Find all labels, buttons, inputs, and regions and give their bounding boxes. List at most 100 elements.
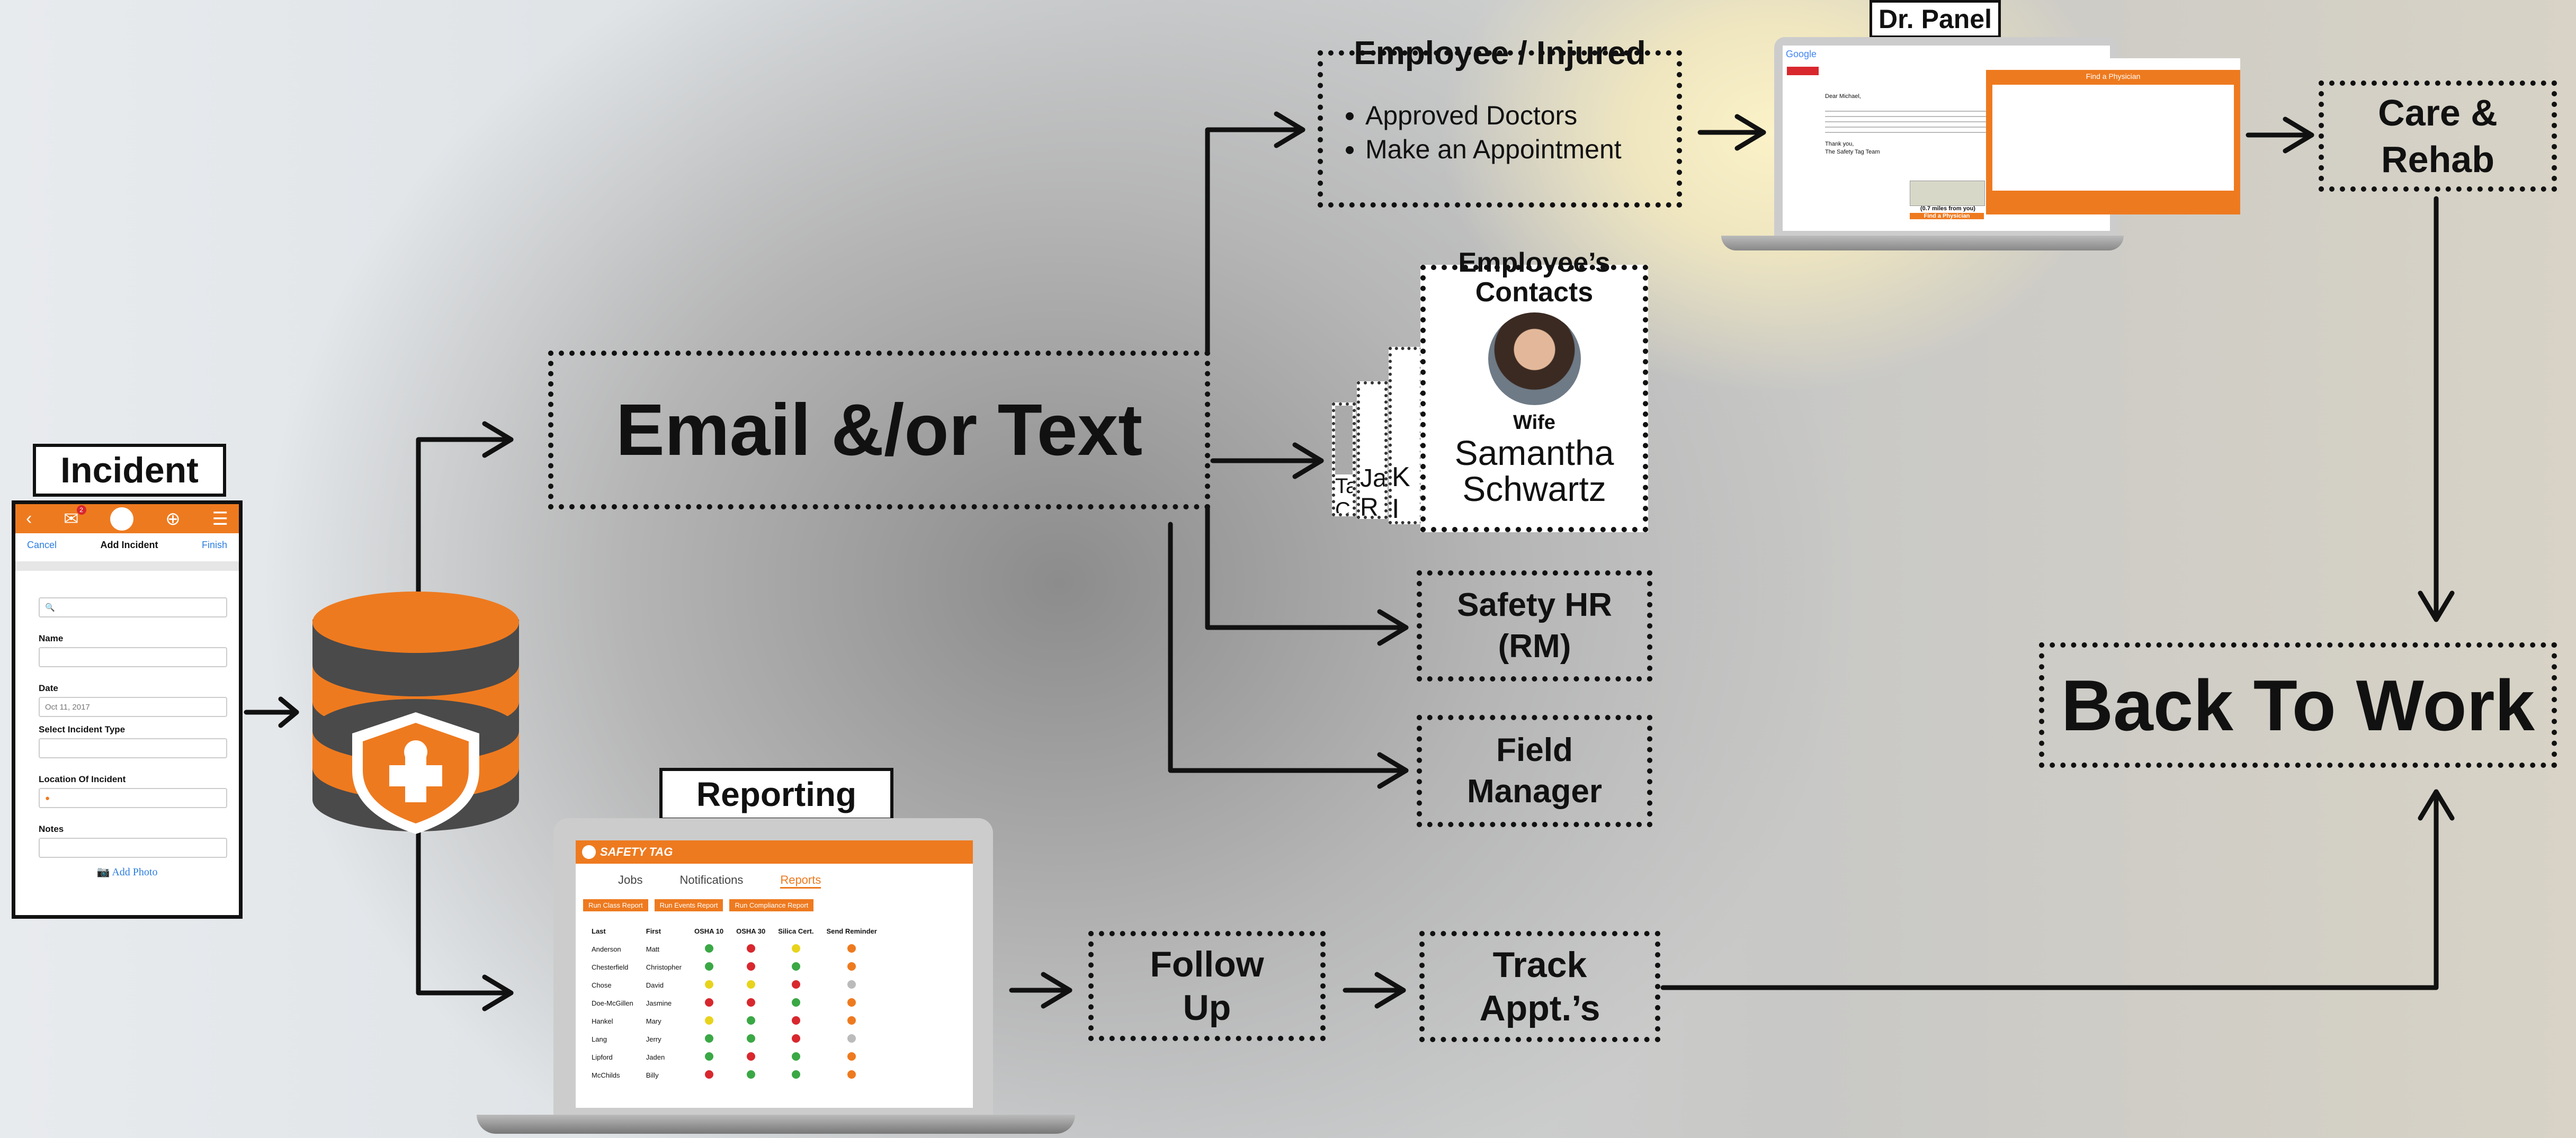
status-cell — [772, 1048, 820, 1066]
status-dot-green — [704, 1052, 713, 1061]
finish-link[interactable]: Finish — [201, 540, 227, 550]
field-label-incident-type: Select Incident Type — [39, 724, 126, 734]
tab-jobs[interactable]: Jobs — [618, 873, 643, 886]
col-last: Last — [592, 927, 606, 935]
map-thumbnail — [1910, 181, 1985, 206]
status-cell — [730, 958, 772, 976]
contact-name-1: Samantha — [1454, 433, 1614, 472]
cell-first: Christopher — [646, 963, 682, 971]
status-cell — [730, 994, 772, 1012]
mail-icon[interactable]: ✉2 — [64, 505, 86, 530]
tab-notifications[interactable]: Notifications — [679, 873, 744, 886]
track-appts-line-1: Track — [1492, 945, 1587, 985]
email-text-node: Email &/or Text — [548, 351, 1210, 509]
location-pin-icon: ● — [45, 793, 50, 803]
dr-panel-laptop-base — [1721, 236, 2124, 250]
reporting-tabs: Jobs Notifications Reports — [576, 864, 973, 889]
send-reminder-icon[interactable] — [847, 1016, 856, 1025]
card-1-frag-a: Ta — [1335, 474, 1356, 498]
safety-shield-icon — [110, 507, 134, 531]
send-reminder-icon[interactable] — [847, 1052, 856, 1061]
status-cell — [730, 1030, 772, 1048]
cell-first: Jerry — [646, 1035, 661, 1043]
mail-badge: 2 — [76, 505, 86, 515]
follow-up-line-1: Follow — [1150, 944, 1264, 984]
status-cell — [730, 1048, 772, 1066]
send-reminder-icon[interactable] — [847, 962, 856, 971]
run-events-report-button[interactable]: Run Events Report — [654, 899, 723, 911]
add-photo-button[interactable]: 📷 Add Photo — [96, 866, 158, 878]
field-label-notes: Notes — [39, 824, 64, 834]
notes-field[interactable] — [39, 838, 227, 858]
status-cell — [772, 1030, 820, 1048]
email-brand: Google — [1786, 49, 1817, 59]
field-manager-line-2: Manager — [1467, 773, 1602, 810]
employee-injured-node: Employee / Injured Approved Doctors Make… — [1318, 35, 1682, 208]
status-cell — [730, 1012, 772, 1030]
cell-first: Billy — [646, 1071, 659, 1079]
incident-label: Incident — [33, 444, 226, 497]
location-field[interactable]: ● — [39, 788, 227, 808]
back-to-work-node: Back To Work — [2039, 642, 2557, 768]
status-cell — [730, 1066, 772, 1084]
cell-last: Chose — [592, 981, 612, 989]
card-1-frag-b: C — [1335, 498, 1350, 516]
date-value: Oct 11, 2017 — [45, 702, 90, 712]
find-physician-button[interactable]: Find a Physician — [1910, 213, 1984, 219]
employee-contacts-card: Employee’s Contacts Wife Samantha Schwar… — [1420, 247, 1648, 532]
tab-reports[interactable]: Reports — [780, 873, 821, 889]
table-header-row: Last First OSHA 10 OSHA 30 Silica Cert. … — [585, 922, 883, 940]
status-dot-yellow — [791, 944, 800, 953]
track-appts-line-2: Appt.’s — [1479, 988, 1600, 1028]
status-dot-green — [704, 1034, 713, 1043]
send-reminder-icon[interactable] — [847, 998, 856, 1007]
status-cell — [772, 958, 820, 976]
care-rehab-node: Care & Rehab — [2319, 80, 2557, 192]
cancel-link[interactable]: Cancel — [27, 540, 57, 550]
name-field[interactable] — [39, 647, 227, 667]
status-dot-green — [704, 944, 713, 953]
search-input[interactable]: 🔍 — [39, 597, 227, 617]
field-manager-line-1: Field — [1496, 732, 1573, 768]
status-cell — [688, 976, 730, 994]
status-dot-green — [791, 962, 800, 971]
safety-tag-logo: SAFETY TAG — [600, 845, 673, 858]
send-reminder-icon[interactable] — [847, 980, 856, 989]
send-reminder-icon[interactable] — [847, 1034, 856, 1043]
incident-type-select[interactable] — [39, 738, 227, 758]
status-cell — [730, 976, 772, 994]
find-physician-panel: Find a Physician — [1986, 58, 2240, 214]
cell-last: Lang — [592, 1035, 607, 1043]
add-icon[interactable]: ⊕ — [165, 508, 181, 529]
reminder-cell — [820, 1048, 883, 1066]
status-cell — [688, 958, 730, 976]
cell-last: Chesterfield — [592, 963, 629, 971]
cell-first: Mary — [646, 1017, 661, 1025]
find-physician-title: Find a Physician — [2086, 72, 2141, 80]
col-osha10: OSHA 10 — [694, 927, 724, 935]
date-field[interactable]: Oct 11, 2017 — [39, 697, 227, 717]
care-rehab-line-1: Care & — [2378, 92, 2498, 133]
run-compliance-report-button[interactable]: Run Compliance Report — [729, 899, 814, 911]
run-class-report-button[interactable]: Run Class Report — [583, 899, 648, 911]
status-dot-red — [746, 962, 755, 971]
back-icon[interactable]: ‹ — [26, 508, 32, 528]
menu-icon[interactable]: ☰ — [212, 508, 228, 529]
send-reminder-icon[interactable] — [847, 944, 856, 953]
cell-first: Jaden — [646, 1053, 665, 1061]
send-reminder-icon[interactable] — [847, 1070, 856, 1079]
status-dot-red — [746, 998, 755, 1007]
reminder-cell — [820, 940, 883, 958]
card-3-frag-b: I — [1392, 494, 1400, 524]
dr-panel-label: Dr. Panel — [1870, 0, 2001, 38]
status-cell — [688, 994, 730, 1012]
status-dot-green — [746, 1034, 755, 1043]
contact-relation: Wife — [1513, 411, 1555, 434]
